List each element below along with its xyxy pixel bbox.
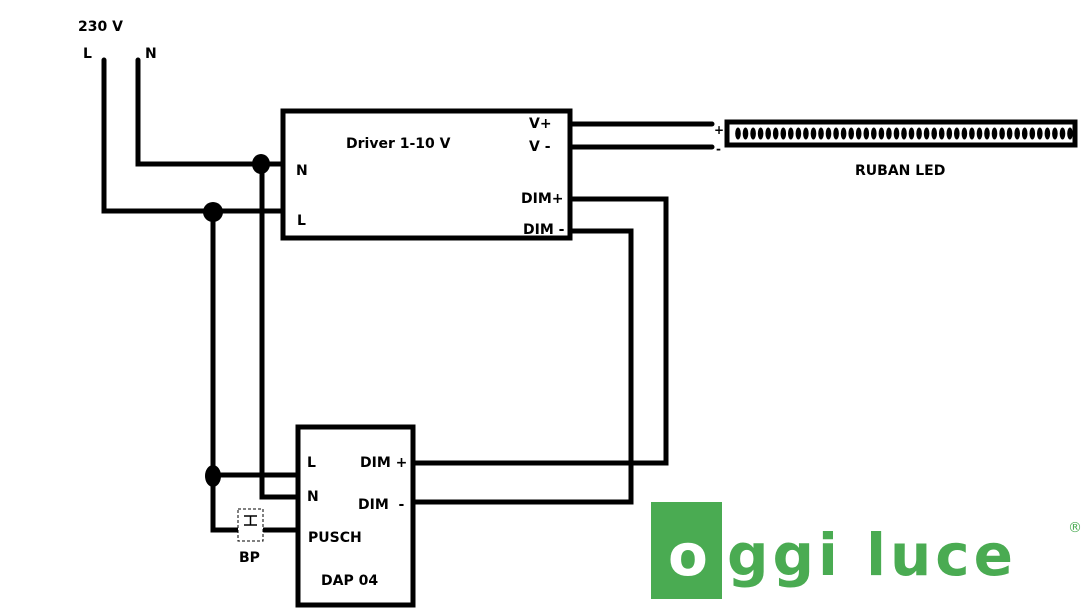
wire-dimminus	[410, 228, 634, 505]
led	[825, 127, 832, 140]
led	[976, 127, 983, 140]
led	[742, 127, 749, 140]
dimmer-input-push: PUSCH	[308, 530, 362, 546]
dimmer-input-n: N	[307, 489, 319, 505]
driver-output-vminus: V -	[529, 139, 551, 155]
push-button-label: BP	[239, 550, 260, 566]
led	[1037, 127, 1043, 140]
led	[788, 127, 794, 140]
led	[916, 127, 922, 140]
driver-input-n: N	[296, 163, 308, 179]
led	[848, 127, 854, 140]
led	[886, 127, 892, 140]
led	[871, 127, 877, 140]
junction-line-dimmer	[205, 465, 221, 487]
junction-neutral	[252, 154, 270, 174]
led	[1029, 127, 1036, 140]
led	[757, 127, 764, 140]
led	[908, 127, 915, 140]
led	[923, 127, 930, 140]
led	[818, 127, 824, 140]
driver-output-vplus: V+	[529, 116, 552, 132]
led	[961, 127, 968, 140]
led	[1044, 127, 1051, 140]
registered-mark: ®	[1068, 520, 1082, 536]
led	[954, 127, 960, 140]
led	[1052, 127, 1058, 140]
led	[780, 127, 787, 140]
led	[1059, 127, 1066, 140]
supply-voltage-label: 230 V	[78, 19, 123, 35]
wire-line-to-push	[210, 208, 241, 533]
led	[969, 127, 975, 140]
led	[1006, 127, 1013, 140]
led	[840, 127, 847, 140]
dimmer-input-l: L	[307, 455, 316, 471]
led	[1021, 127, 1028, 140]
led	[878, 127, 885, 140]
led-strip-label: RUBAN LED	[855, 163, 945, 179]
dimmer-title: DAP 04	[321, 573, 378, 589]
led	[893, 127, 900, 140]
wire-neutral-supply	[135, 57, 287, 167]
driver-title: Driver 1-10 V	[346, 136, 451, 152]
oggi-luce-logo: o ggi luce ®	[651, 502, 1082, 599]
dimmer-output-dimminus: DIM -	[358, 497, 405, 513]
led-strip-leds	[735, 127, 1073, 140]
led	[772, 127, 779, 140]
led	[1067, 127, 1073, 140]
supply-line-label: L	[83, 46, 92, 62]
led	[938, 127, 945, 140]
led-minus-label: -	[716, 142, 721, 156]
led	[810, 127, 817, 140]
driver-output-dimplus: DIM+	[521, 191, 564, 207]
logo-first-letter: o	[668, 521, 708, 589]
supply-neutral-label: N	[145, 46, 157, 62]
led	[901, 127, 907, 140]
led	[795, 127, 802, 140]
led	[735, 127, 741, 140]
wire-neutral-to-dimmer	[259, 161, 301, 500]
led	[931, 127, 937, 140]
wire-dimplus	[410, 196, 669, 466]
dimmer-box	[295, 424, 416, 608]
led	[1014, 127, 1020, 140]
dimmer-output-dimplus: DIM +	[360, 455, 407, 471]
logo-text: ggi luce	[727, 521, 1017, 589]
driver-box	[280, 108, 573, 241]
led	[999, 127, 1005, 140]
logo-square	[651, 502, 722, 599]
wire-line-supply	[101, 57, 287, 214]
led	[984, 127, 990, 140]
led	[855, 127, 862, 140]
led	[991, 127, 998, 140]
junction-line	[203, 202, 223, 222]
led	[863, 127, 870, 140]
driver-input-l: L	[297, 213, 306, 229]
push-button-icon	[244, 515, 257, 526]
led	[833, 127, 839, 140]
led-plus-label: +	[714, 123, 724, 137]
led	[765, 127, 771, 140]
led	[946, 127, 953, 140]
led	[803, 127, 809, 140]
led	[750, 127, 756, 140]
driver-output-dimminus: DIM -	[523, 222, 565, 238]
